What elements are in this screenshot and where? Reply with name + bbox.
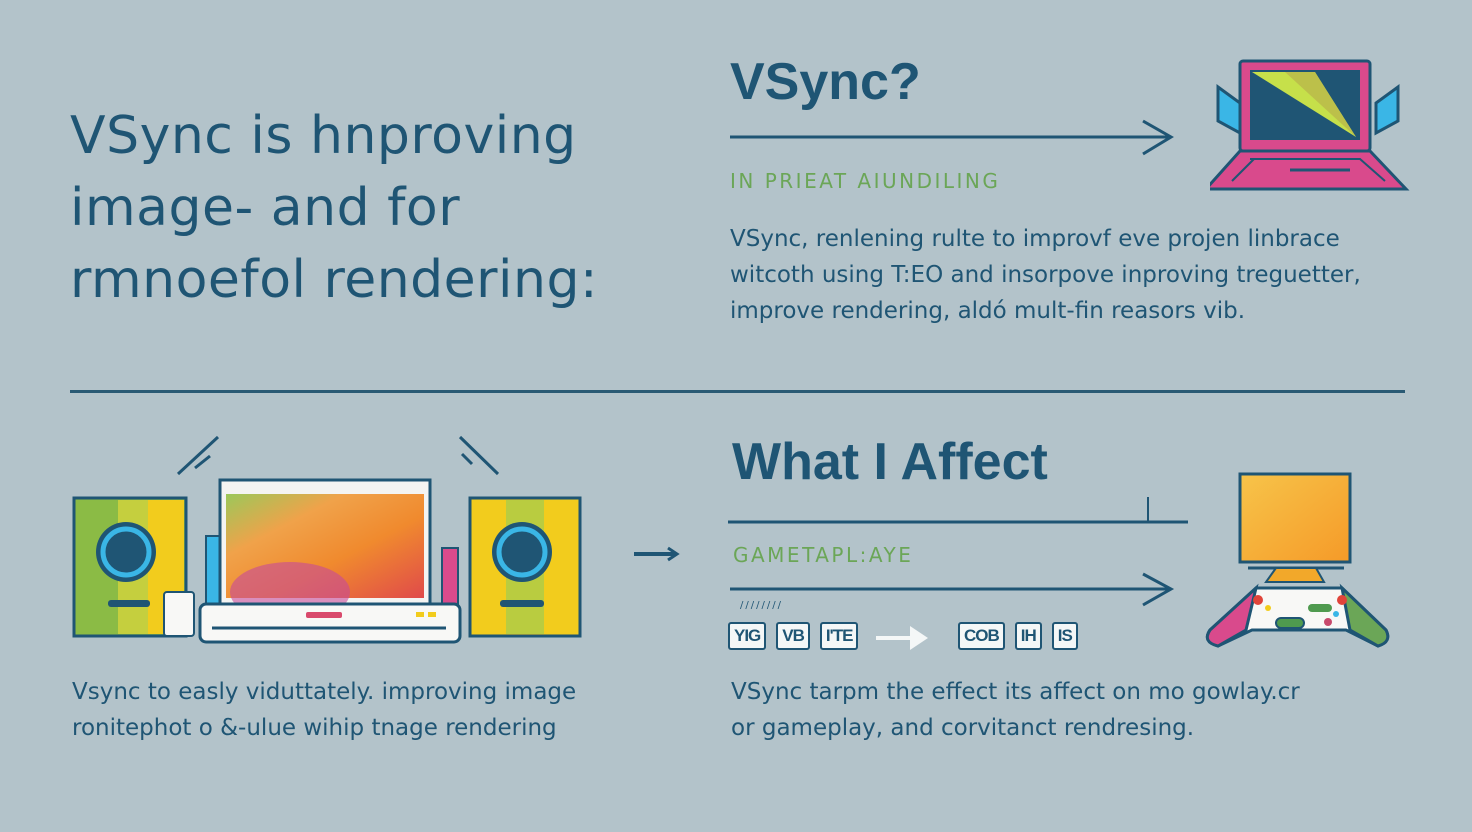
- tag-group-right: COB IH IS: [958, 622, 1088, 650]
- headline-line-1: VSync is hnproving: [70, 106, 577, 166]
- headline-line-2: image- and for: [70, 178, 461, 238]
- tag: I'TE: [819, 622, 859, 650]
- description-bottom-right-line-2: or gameplay, and corvitanct rendresing.: [731, 715, 1195, 741]
- monitor-gamepad-icon: [1205, 472, 1390, 648]
- tag: IH: [1014, 622, 1042, 650]
- arrow-right-icon: [730, 572, 1175, 607]
- tag: COB: [958, 622, 1005, 650]
- arrow-right-icon: [876, 626, 928, 650]
- arrow-right-icon: [730, 119, 1174, 156]
- description-top-line-2: witcoth using T:EO and insorpove inprovi…: [730, 262, 1361, 288]
- description-top: VSync, renlening rulte to improvf eve pr…: [730, 221, 1420, 329]
- headline-line-3: rmnoefol rendering:: [70, 250, 598, 310]
- home-theater-icon: [72, 435, 582, 644]
- description-bottom-left: Vsync to easly viduttately. improving im…: [72, 674, 672, 746]
- description-bottom-right-line-1: VSync tarpm the effect its affect on mo …: [731, 679, 1300, 705]
- tag: IS: [1051, 622, 1078, 650]
- description-bottom-left-line-1: Vsync to easly viduttately. improving im…: [72, 679, 577, 705]
- section-title-what-affect: What I Affect: [732, 433, 1048, 491]
- tag-group-left: YIG VB I'TE: [728, 622, 868, 650]
- description-bottom-left-line-2: ronitephot o &-ulue wihip tnage renderin…: [72, 715, 557, 741]
- description-top-line-1: VSync, renlening rulte to improvf eve pr…: [730, 226, 1340, 252]
- arrow-right-icon: [634, 546, 680, 562]
- tag: VB: [776, 622, 810, 650]
- description-top-line-3: improve rendering, aldó mult-fin reasors…: [730, 298, 1246, 324]
- section-title-vsync: VSync?: [730, 53, 921, 111]
- tag: YIG: [728, 622, 767, 650]
- laptop-icon: [1210, 59, 1410, 191]
- description-bottom-right: VSync tarpm the effect its affect on mo …: [731, 674, 1411, 746]
- section-divider: [70, 390, 1405, 393]
- underline-bracket: [728, 497, 1188, 524]
- section-label-bottom: GAMETAPL:AYE: [733, 543, 914, 567]
- headline: VSync is hnproving image- and for rmnoef…: [70, 100, 690, 316]
- section-label-top: IN PRIEAT AIUNDILING: [730, 169, 1001, 193]
- dots-decoration: ////////: [740, 600, 783, 611]
